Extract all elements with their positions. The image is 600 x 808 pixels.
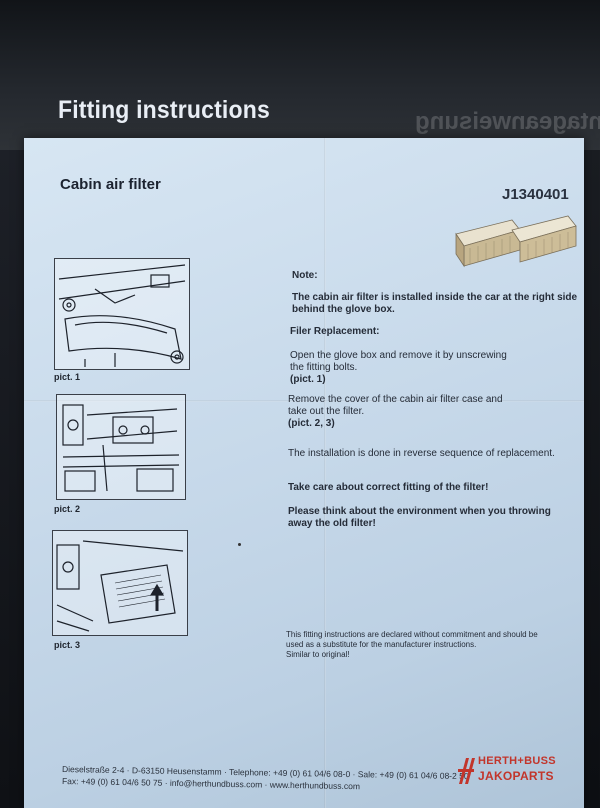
picture-2-filter-case xyxy=(56,394,186,500)
note-line-2: behind the glove box. xyxy=(292,304,395,315)
disclaimer-line-1: This fitting instructions are declared w… xyxy=(286,630,538,639)
logo-mark-icon xyxy=(458,758,475,784)
note-heading: Note: xyxy=(292,270,318,281)
step-2-line-1: Remove the cover of the cabin air filter… xyxy=(288,394,503,405)
filter-removal-drawing xyxy=(56,540,184,632)
part-number: J1340401 xyxy=(502,186,569,203)
picture-3-filter-removal xyxy=(52,530,188,636)
step-2-reference: (pict. 2, 3) xyxy=(288,418,335,429)
step-2-line-2: take out the filter. xyxy=(288,406,365,417)
picture-3-label: pict. 3 xyxy=(54,640,81,650)
picture-1-label: pict. 1 xyxy=(54,372,81,382)
step-1-line-2: the fitting bolts. xyxy=(290,362,358,373)
fold-line-vertical xyxy=(324,138,326,808)
disclaimer-line-3: Similar to original! xyxy=(286,650,350,659)
dark-background-left xyxy=(0,150,28,800)
environment-note-line-1: Please think about the environment when … xyxy=(288,506,551,517)
environment-note-line-2: away the old filter! xyxy=(288,518,376,529)
care-note: Take care about correct fitting of the f… xyxy=(288,482,489,493)
herth-buss-logo: HERTH+BUSS JAKOPARTS xyxy=(456,752,566,792)
cabin-filter-illustration xyxy=(455,215,577,268)
logo-text-herth-buss: HERTH+BUSS xyxy=(478,755,556,767)
replacement-heading: Filer Replacement: xyxy=(290,326,380,337)
product-name: Cabin air filter xyxy=(60,176,161,193)
installation-note: The installation is done in reverse sequ… xyxy=(288,448,555,459)
dark-background-top xyxy=(0,0,600,150)
picture-1-glove-box xyxy=(54,258,190,370)
step-1-line-1: Open the glove box and remove it by unsc… xyxy=(290,350,507,361)
mirrored-show-through-text: Montageanweisung xyxy=(415,108,600,135)
filter-case-drawing xyxy=(62,404,180,492)
paper-spot xyxy=(238,543,241,546)
picture-2-label: pict. 2 xyxy=(54,504,81,514)
fold-line-horizontal xyxy=(24,400,584,402)
step-1-reference: (pict. 1) xyxy=(290,374,326,385)
note-line-1: The cabin air filter is installed inside… xyxy=(292,292,578,303)
disclaimer-line-2: used as a substitute for the manufacture… xyxy=(286,640,477,649)
glove-box-drawing xyxy=(58,264,186,367)
logo-text-jakoparts: JAKOPARTS xyxy=(478,769,554,783)
page-title: Fitting instructions xyxy=(58,96,270,124)
